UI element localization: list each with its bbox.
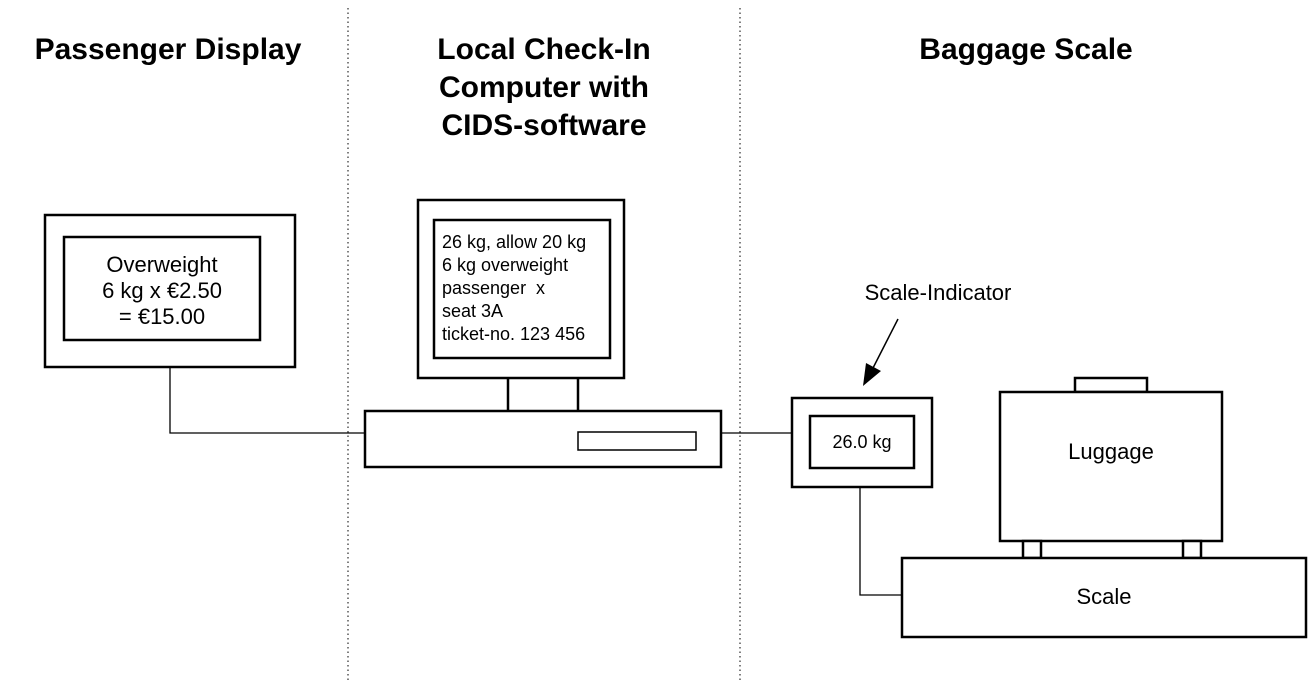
luggage-foot-right xyxy=(1181,539,1203,560)
luggage-body xyxy=(998,390,1224,543)
heading-baggage-scale: Baggage Scale xyxy=(919,33,1132,66)
heading-checkin-computer-line3: CIDS-software xyxy=(441,109,646,142)
computer-screen-line2: 6 kg overweight xyxy=(442,255,568,275)
cable-indicator-to-scale xyxy=(859,487,902,596)
scale-indicator: Scale-Indicator 26.0 kg xyxy=(790,280,1012,489)
heading-checkin-computer-line2: Computer with xyxy=(439,71,649,104)
heading-passenger-display: Passenger Display xyxy=(35,33,302,66)
scale-indicator-screen xyxy=(808,414,916,470)
computer-monitor-screen xyxy=(432,218,612,360)
computer-screen-line3: passenger x xyxy=(442,278,545,298)
scale-platform-body xyxy=(900,556,1308,639)
cable-display-to-computer xyxy=(169,368,365,434)
scale-indicator-label: Scale-Indicator xyxy=(865,280,1012,305)
luggage-foot-left xyxy=(1021,539,1043,560)
passenger-display-line2: 6 kg x €2.50 xyxy=(102,278,222,303)
passenger-display-line3: = €15.00 xyxy=(119,304,205,329)
heading-checkin-computer-line1: Local Check-In xyxy=(437,33,650,66)
luggage-label: Luggage xyxy=(1068,439,1154,464)
passenger-display-screen xyxy=(62,235,262,342)
luggage: Luggage xyxy=(998,376,1224,560)
scale-platform-label: Scale xyxy=(1076,584,1131,609)
scale-indicator-reading: 26.0 kg xyxy=(832,432,891,452)
checkin-computer: 26 kg, allow 20 kg 6 kg overweight passe… xyxy=(363,198,723,469)
passenger-display: Overweight 6 kg x €2.50 = €15.00 xyxy=(43,213,297,369)
computer-disk-drive xyxy=(577,431,697,451)
luggage-handle xyxy=(1073,376,1149,394)
scale-indicator-arrow-line xyxy=(872,318,899,369)
scale-platform: Scale xyxy=(900,556,1308,639)
computer-screen-line4: seat 3A xyxy=(442,301,503,321)
scale-indicator-arrow-head xyxy=(863,363,881,386)
passenger-display-line1: Overweight xyxy=(106,252,217,277)
computer-screen-line1: 26 kg, allow 20 kg xyxy=(442,232,586,252)
computer-screen-line5: ticket-no. 123 456 xyxy=(442,324,585,344)
